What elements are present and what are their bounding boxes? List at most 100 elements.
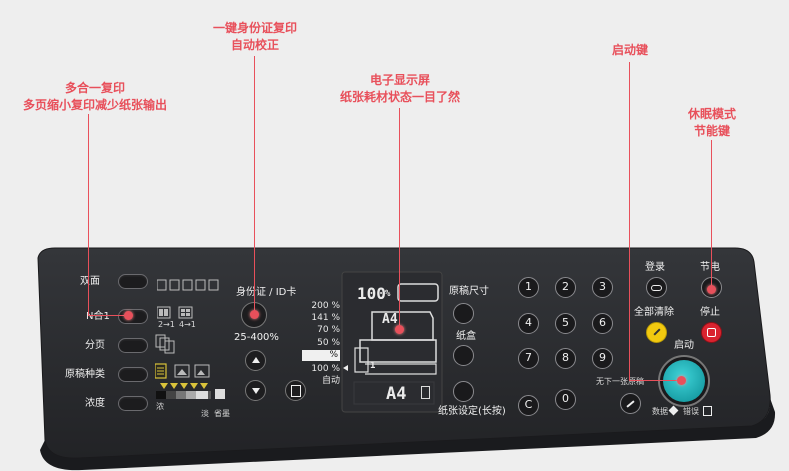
original-type-button[interactable] [118,367,148,382]
lcd-count: 100 [357,284,386,303]
zoom-level-auto: 自动 [321,376,340,386]
callout-sleep-dot [707,285,716,294]
triangle-down-icon [251,388,260,394]
lcd-original-size: A4 [382,312,398,327]
collate-button[interactable] [118,338,148,353]
clear-all-button[interactable] [646,322,667,343]
density-button[interactable] [118,396,148,411]
original-size-preset-button[interactable] [285,380,306,401]
lcd-paper-size: A4 [386,384,407,404]
error-indicator-label: 错误 [683,407,699,416]
keypad-0[interactable]: 0 [555,389,576,410]
zoom-level-141: 141 % [311,313,340,323]
keypad-3[interactable]: 3 [592,277,613,298]
keypad-7[interactable]: 7 [518,348,539,369]
stop-button[interactable] [701,322,722,343]
callout-lcd-line [399,108,400,328]
start-label: 启动 [674,340,694,351]
callout-sleep: 休眠模式 节能键 [672,106,752,140]
login-label: 登录 [645,262,665,273]
duplex-button[interactable] [118,274,148,289]
zoom-level-50: 50 % [317,338,340,348]
clear-icon [652,328,661,336]
nup-mode-icons [156,305,197,319]
clear-all-label: 全部清除 [634,307,674,318]
original-type-icons [154,363,211,379]
paper-setting-button[interactable] [453,381,474,402]
stop-label: 停止 [700,307,720,318]
keypad-8[interactable]: 8 [555,348,576,369]
keypad-9[interactable]: 9 [592,348,613,369]
keypad-6[interactable]: 6 [592,313,613,334]
zoom-range-label: 25-400% [234,332,279,343]
callout-start-title: 启动键 [611,43,648,57]
callout-start-line-h [629,380,677,381]
nup-button[interactable] [118,309,148,324]
callout-start-line [629,62,630,380]
scan-icon [626,400,635,408]
lcd-tray-number: 1 [370,361,376,371]
keypad-clear[interactable]: C [518,395,539,416]
callout-nup: 多合一复印 多页缩小复印减少纸张输出 [0,80,190,114]
density-dark-label: 浓 [156,402,164,411]
login-button[interactable] [646,277,667,298]
duplex-mode-icons [156,276,219,291]
zoom-down-button[interactable] [245,380,266,401]
tray-button[interactable] [453,345,474,366]
callout-lcd: 电子显示屏 纸张耗材状态一目了然 [315,72,485,106]
data-indicator-label: 数据 [652,407,668,416]
nup-label: N合1 [86,311,110,322]
zoom-up-button[interactable] [245,350,266,371]
triangle-up-icon [251,357,260,363]
paper-setting-label: 纸张设定(长按) [438,406,506,417]
error-indicator-icon [703,406,712,416]
stop-icon [707,328,716,337]
collate-label: 分页 [85,340,105,351]
id-card-label: 身份证 / ID卡 [236,287,297,298]
no-next-original-button[interactable] [620,393,641,414]
document-icon [290,385,301,397]
toner-save-icon [215,389,225,399]
lcd-count-unit: % [385,289,391,299]
tray-label: 纸盒 [456,331,476,342]
callout-sleep-desc: 节能键 [693,124,730,138]
callout-nup-line-h [88,315,128,316]
callout-lcd-title: 电子显示屏 [369,73,430,87]
zoom-selector-arrow-icon [343,365,348,371]
callout-sleep-title: 休眠模式 [687,107,736,121]
density-label: 浓度 [85,398,105,409]
zoom-level-200: 200 % [311,301,340,311]
callout-idcard-desc: 自动校正 [230,38,279,52]
zoom-level-70: 70 % [317,325,340,335]
power-save-label: 节电 [700,262,720,273]
callout-lcd-desc: 纸张耗材状态一目了然 [339,90,460,104]
keypad-5[interactable]: 5 [555,313,576,334]
keypad-2[interactable]: 2 [555,277,576,298]
original-size-button[interactable] [453,303,474,324]
callout-nup-line [88,114,89,315]
lcd-paper-icon [421,386,430,399]
density-light-label: 淡 [201,409,209,418]
collate-icon [155,334,177,354]
callout-idcard: 一键身份证复印 自动校正 [190,20,320,54]
key-icon [651,285,662,291]
callout-lcd-dot [395,325,404,334]
original-size-label: 原稿尺寸 [449,286,489,297]
callout-nup-desc: 多页缩小复印减少纸张输出 [22,98,167,112]
keypad-4[interactable]: 4 [518,313,539,334]
toner-save-label: 省墨 [214,409,230,418]
callout-start-dot [677,376,686,385]
callout-start: 启动键 [595,42,665,59]
duplex-label: 双面 [80,276,100,287]
original-type-label: 原稿种类 [65,369,105,380]
callout-nup-dot [124,311,133,320]
zoom-level-100: 100 % [311,364,340,374]
callout-idcard-dot [250,310,259,319]
keypad-1[interactable]: 1 [518,277,539,298]
callout-idcard-line [254,56,255,314]
no-next-original-label: 无下一张原稿 [596,377,644,386]
nup-2in1-label: 2→1 [158,320,175,329]
nup-4in1-label: 4→1 [179,320,196,329]
zoom-custom-label: % [329,350,338,360]
